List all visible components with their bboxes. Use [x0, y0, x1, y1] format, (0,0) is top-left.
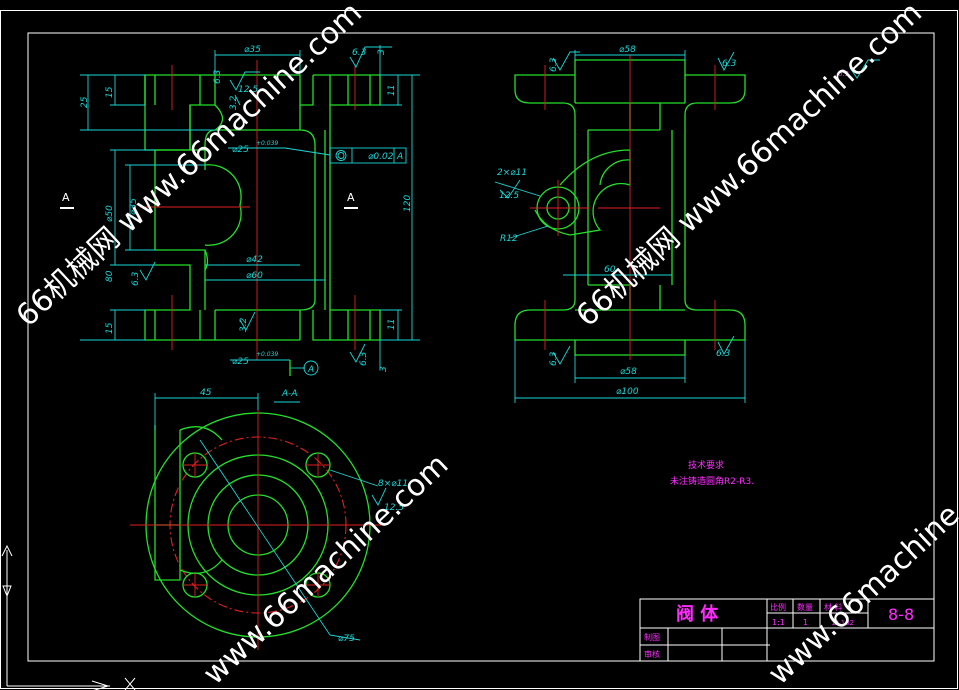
rough-6-3-bottom: 6.3 — [359, 351, 369, 366]
qty-value: 1 — [803, 618, 808, 627]
rough-12-5: 12.5 — [238, 85, 258, 95]
dim-25: 25 — [80, 96, 90, 108]
side-rough-a: 6.3 — [549, 57, 559, 72]
rough-6-3-mid: 6.3 — [131, 271, 141, 286]
drawing-number: 8-8 — [888, 605, 914, 624]
title-block — [639, 598, 935, 662]
dim-3-top: 3 — [377, 49, 387, 55]
side-rough-125: 12.5 — [499, 191, 519, 201]
checked-label: 审核 — [644, 649, 660, 659]
tol-bottom: +0.039 — [256, 351, 278, 358]
dim-dia-50: ⌀50 — [105, 205, 115, 222]
rough-6-3-left: 6.3 — [213, 69, 223, 84]
rough-3-2-top: 3.2 — [229, 95, 239, 110]
material-label: 材 料 — [824, 602, 843, 612]
notes-title: 技术要求 — [688, 459, 724, 471]
dim-45: 45 — [200, 388, 212, 398]
outer-frame — [0, 10, 958, 689]
radius-r12: R12 — [500, 234, 518, 244]
dim-dia-58-bottom: ⌀58 — [620, 367, 637, 377]
drawn-label: 制图 — [644, 632, 660, 642]
front-view-dimensions — [60, 45, 420, 376]
notes-line-1: 未注铸造圆角R2-R3. — [670, 475, 754, 487]
dim-dia-35-inner: ⌀35 — [129, 198, 139, 215]
dim-dia-25-bottom: ⌀25 — [232, 357, 249, 367]
side-view-dimensions — [494, 50, 746, 403]
side-rough-b: 6.3 — [722, 59, 737, 69]
section-view-dimensions — [154, 393, 387, 641]
dim-dia-25-top: ⌀25 — [232, 145, 249, 155]
dim-15-top: 15 — [105, 86, 115, 98]
dim-11-top: 11 — [387, 85, 397, 96]
inner-frame — [27, 32, 935, 662]
corner-roughness-icon — [849, 59, 880, 79]
dim-15-bottom: 15 — [105, 322, 115, 334]
dim-dia-42: ⌀42 — [246, 255, 263, 265]
rough-top-right: 6.3 — [352, 48, 367, 58]
dim-dia-35: ⌀35 — [244, 45, 261, 55]
scale-label: 比例 — [770, 602, 786, 612]
watermark-bottom-left: www.66machine.com — [197, 447, 456, 690]
dim-11-bottom: 11 — [387, 319, 397, 330]
ucs-icon — [1, 544, 136, 690]
dim-120: 120 — [403, 195, 413, 212]
qty-label: 数量 — [797, 602, 813, 612]
corner-roughness-text: 6.3 — [838, 70, 849, 78]
watermark-bottom-right: www.66machine.com — [762, 447, 959, 690]
section-marker-a-right: A — [347, 191, 355, 204]
dim-60: 60 — [604, 265, 616, 275]
tol-top: +0.039 — [256, 140, 278, 147]
dim-dia-60: ⌀60 — [246, 271, 263, 281]
tolerance-value: ⌀0.02 — [368, 152, 394, 162]
tolerance-datum: A — [396, 152, 403, 162]
dim-80: 80 — [105, 270, 115, 282]
datum-a: A — [307, 365, 314, 375]
section-rough-125: 12.5 — [384, 503, 404, 513]
dim-dia-75: ⌀75 — [338, 634, 355, 644]
dim-dia-100: ⌀100 — [616, 387, 639, 397]
section-label-aa: A-A — [281, 389, 298, 399]
section-marker-a-left: A — [62, 191, 70, 204]
holes-8x11: 8×⌀11 — [378, 479, 408, 489]
side-view — [514, 55, 746, 360]
holes-2x11: 2×⌀11 — [497, 168, 527, 178]
scale-value: 1:1 — [772, 618, 785, 627]
section-view-labels: A-A 45 8×⌀11 12.5 ⌀75 — [200, 388, 408, 644]
material-value: ZL102 — [832, 619, 854, 627]
rough-3-2-bottom: 3.2 — [239, 317, 249, 332]
side-view-labels: ⌀58 6.3 6.3 2×⌀11 12.5 R12 60 6.3 6.3 ⌀5… — [497, 45, 737, 397]
dim-3-bottom: 3 — [379, 366, 389, 372]
section-view — [130, 400, 385, 650]
dim-dia-58-top: ⌀58 — [619, 45, 636, 55]
side-rough-d: 6.3 — [716, 349, 731, 359]
front-view-labels: ⌀35 6.3 3 25 15 11 3.2 12.5 6.3 ⌀25 +0.0… — [62, 45, 413, 375]
side-rough-c: 6.3 — [549, 351, 559, 366]
part-name: 阀 体 — [676, 603, 719, 625]
